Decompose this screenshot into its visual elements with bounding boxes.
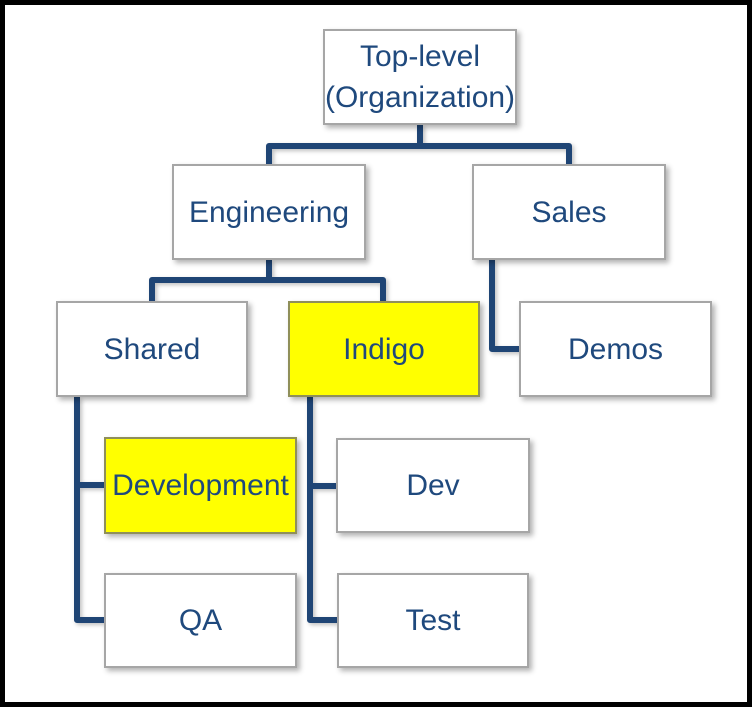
node-label: Test bbox=[405, 604, 461, 637]
node-label: Demos bbox=[567, 332, 664, 366]
node-label-line2: (Organization) bbox=[324, 81, 516, 114]
node-top-level-organization: Top-level (Organization) bbox=[323, 29, 517, 125]
edge-shared-trunk bbox=[74, 397, 104, 623]
node-demos: Demos bbox=[519, 301, 712, 397]
edge-indigo-trunk bbox=[307, 397, 337, 623]
node-label: Dev bbox=[406, 469, 460, 502]
edge-top-children bbox=[266, 143, 572, 164]
node-engineering: Engineering bbox=[172, 164, 366, 260]
node-development: Development bbox=[104, 437, 297, 534]
node-qa: QA bbox=[104, 573, 297, 668]
node-indigo: Indigo bbox=[288, 301, 480, 397]
node-label: Indigo bbox=[343, 332, 425, 366]
edge-sales-demos bbox=[489, 260, 519, 352]
node-label: Development bbox=[112, 469, 289, 502]
node-dev: Dev bbox=[336, 438, 530, 533]
node-label: Shared bbox=[103, 332, 201, 366]
node-label: QA bbox=[178, 604, 223, 637]
node-label: Engineering bbox=[188, 195, 350, 229]
node-label-line1: Top-level bbox=[359, 40, 481, 73]
node-test: Test bbox=[337, 573, 529, 668]
edge-engineering-children bbox=[149, 277, 386, 301]
node-sales: Sales bbox=[472, 164, 666, 260]
node-shared: Shared bbox=[56, 301, 248, 397]
node-label: Sales bbox=[531, 195, 607, 229]
